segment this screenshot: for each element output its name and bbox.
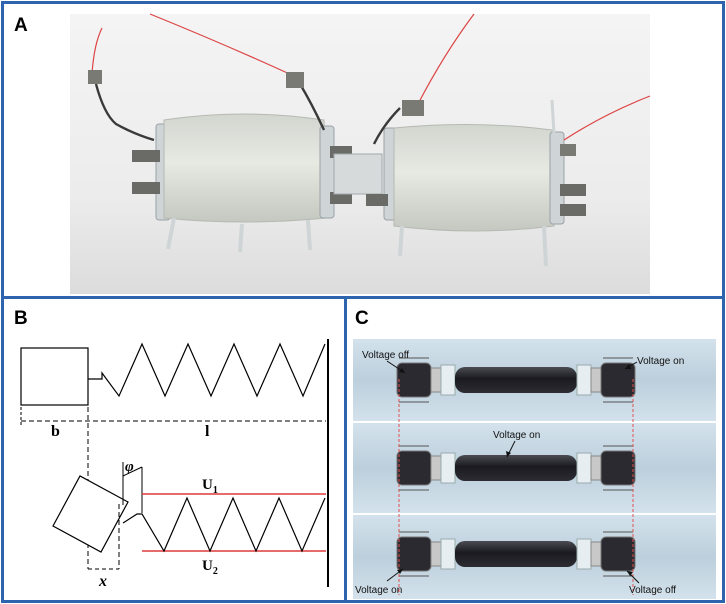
panel-a-label: A — [14, 15, 28, 36]
panel-c-label: C — [355, 308, 369, 329]
mechanics-diagram: b l x φ U1 U2 — [20, 339, 329, 590]
voltage-u1: U1 — [202, 477, 218, 496]
panel-b: B b l x φ U1 U2 — [1, 296, 347, 603]
panel-b-label: B — [14, 308, 28, 329]
row3-label-right: Voltage off — [629, 585, 676, 596]
row1-label-right: Voltage on — [637, 356, 684, 367]
module-connector — [333, 153, 383, 195]
panel-a: A — [1, 1, 725, 299]
robot-photo — [70, 13, 651, 294]
displacement-x: x — [98, 573, 107, 590]
panel-c: C — [344, 296, 725, 603]
robot-module-right — [366, 99, 586, 267]
angle-phi: φ — [125, 459, 134, 475]
lead-wires — [88, 13, 651, 156]
rigid-block-top — [20, 347, 89, 406]
row1-label-left: Voltage off — [362, 350, 409, 361]
actuator-photo-sequence: Voltage off Voltage on Voltage on Voltag… — [353, 339, 716, 599]
rigid-block-tilted — [52, 475, 129, 553]
voltage-u2: U2 — [202, 558, 218, 577]
dimension-l: l — [205, 423, 210, 440]
row3-label-left: Voltage on — [355, 585, 402, 596]
spring-bottom — [122, 496, 326, 553]
spring-top — [88, 342, 326, 398]
dimension-b: b — [51, 423, 60, 440]
row2-label-center: Voltage on — [493, 430, 540, 441]
